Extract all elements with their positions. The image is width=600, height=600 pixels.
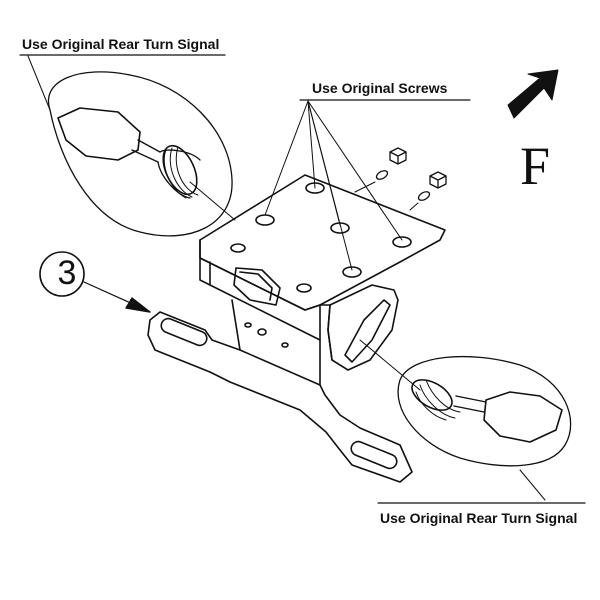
leader-bottom-right-signal — [359, 339, 421, 391]
label-top-left-turn-signal: Use Original Rear Turn Signal — [22, 36, 220, 52]
forward-direction-letter: F — [520, 136, 551, 196]
turn-signal-detail-bottom-right — [397, 356, 572, 467]
label-original-screws: Use Original Screws — [312, 80, 448, 96]
forward-arrow-icon — [507, 69, 559, 119]
leader-top-left — [27, 55, 51, 111]
nut-washer-group — [354, 147, 447, 211]
license-plate-bracket — [147, 174, 446, 483]
step-arrow-icon — [125, 297, 151, 313]
leader-bottom-right — [519, 469, 546, 501]
step-number: 3 — [57, 254, 77, 292]
step-arrow-line — [83, 281, 136, 306]
leader-top-left-signal — [189, 181, 236, 221]
step-circle — [39, 251, 85, 297]
label-bottom-right-turn-signal: Use Original Rear Turn Signal — [380, 510, 578, 526]
turn-signal-detail-top-left — [47, 71, 233, 237]
